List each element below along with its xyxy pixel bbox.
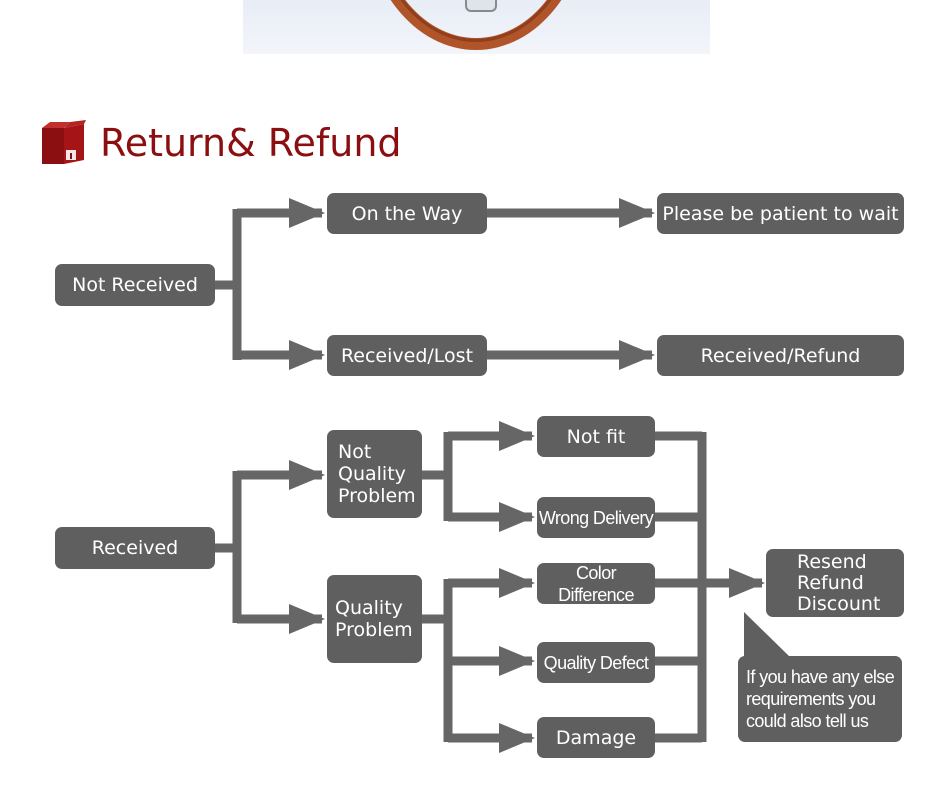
note-bubble: If you have any else requirements you co… xyxy=(738,656,902,742)
node-label: Received xyxy=(92,537,178,559)
node-received: Received xyxy=(55,527,215,569)
note-line: requirements you xyxy=(746,688,894,710)
node-label: Damage xyxy=(556,727,636,749)
node-not-received: Not Received xyxy=(55,264,215,306)
node-color-difference: Color Difference xyxy=(537,563,655,604)
node-received-refund: Received/Refund xyxy=(657,335,904,376)
node-please-wait: Please be patient to wait xyxy=(657,193,904,234)
note-pointer xyxy=(744,612,790,657)
node-label: On the Way xyxy=(352,203,463,225)
node-resend-refund-discount: Resend Refund Discount xyxy=(766,549,904,617)
note-line: could also tell us xyxy=(746,710,894,732)
node-label-line: Refund xyxy=(797,573,880,594)
node-damage: Damage xyxy=(537,717,655,758)
node-label: Not Received xyxy=(72,274,198,296)
node-label: Color Difference xyxy=(537,562,655,606)
node-quality-problem: Quality Problem xyxy=(327,575,422,663)
node-quality-defect: Quality Defect xyxy=(537,642,655,683)
node-on-the-way: On the Way xyxy=(327,193,487,234)
node-label-line: Resend xyxy=(797,552,880,573)
node-label: Wrong Delivery xyxy=(539,507,653,529)
node-label-line: Quality xyxy=(338,463,416,485)
node-label: Received/Refund xyxy=(701,345,861,367)
node-received-lost: Received/Lost xyxy=(327,335,487,376)
node-label: Quality Defect xyxy=(544,652,649,674)
node-label-line: Quality xyxy=(335,597,413,619)
node-label-line: Not xyxy=(338,441,416,463)
node-label: Not fit xyxy=(567,426,626,448)
node-label: Received/Lost xyxy=(341,345,473,367)
node-label: Please be patient to wait xyxy=(662,203,898,225)
node-not-quality-problem: Not Quality Problem xyxy=(327,430,422,518)
note-line: If you have any else xyxy=(746,666,894,688)
node-label-line: Discount xyxy=(797,594,880,615)
node-wrong-delivery: Wrong Delivery xyxy=(537,497,655,538)
node-label-line: Problem xyxy=(335,619,413,641)
node-not-fit: Not fit xyxy=(537,416,655,457)
node-label-line: Problem xyxy=(338,485,416,507)
